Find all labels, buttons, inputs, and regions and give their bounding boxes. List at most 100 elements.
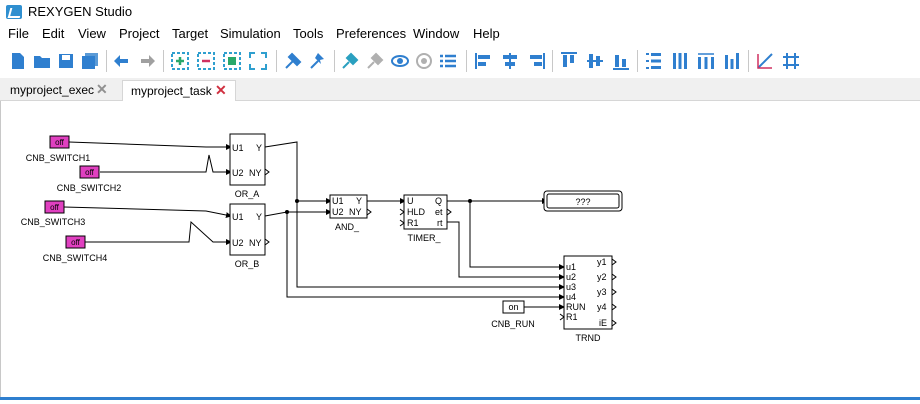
port-label: NY [249, 168, 262, 178]
port-label: R1 [566, 312, 578, 322]
block-name: TRND [576, 333, 601, 343]
port-label: RUN [566, 302, 586, 312]
port-label: u3 [566, 282, 576, 292]
menu-project[interactable]: Project [119, 26, 160, 41]
toolbar-separator [552, 50, 553, 72]
route-icon[interactable] [755, 51, 775, 71]
port-label: U1 [332, 196, 344, 206]
window-title: REXYGEN Studio [28, 4, 133, 19]
port-label: U2 [332, 207, 344, 217]
menu-target[interactable]: Target [172, 26, 209, 41]
block-trnd[interactable]: u1 u2 u3 u4 RUN R1 y1 y2 y3 y4 iE TRND [559, 255, 617, 343]
align-left-icon[interactable] [474, 51, 494, 71]
input-cnb-switch3[interactable]: off CNB_SWITCH3 [21, 200, 86, 227]
menu-view[interactable]: View [78, 26, 106, 41]
port-label: U1 [232, 143, 244, 153]
save-all-icon[interactable] [80, 51, 100, 71]
diagnostics-icon[interactable] [414, 51, 434, 71]
input-value: off [55, 138, 65, 147]
port-label: y2 [597, 272, 607, 282]
block-or-b[interactable]: U1 U2 Y NY OR_B [229, 203, 270, 269]
port-label: u2 [566, 272, 576, 282]
align-middle-icon[interactable] [585, 51, 605, 71]
status-strip [0, 397, 920, 400]
block-name: TIMER_ [407, 233, 441, 243]
block-timer[interactable]: U HLD R1 Q et rt TIMER_ [399, 194, 452, 243]
distribute-v-icon[interactable] [670, 51, 690, 71]
port-label: y4 [597, 302, 607, 312]
block-or-a[interactable]: U1 U2 Y NY OR_A [229, 133, 270, 199]
display-value: ??? [575, 197, 590, 207]
distribute-h-icon[interactable] [644, 51, 664, 71]
port-label: NY [249, 238, 262, 248]
port-label: y3 [597, 287, 607, 297]
tab-myproject-exec[interactable]: myproject_exec ✕ [2, 80, 114, 100]
grid-icon[interactable] [781, 51, 801, 71]
input-name: CNB_SWITCH2 [57, 183, 122, 193]
watch-icon[interactable] [390, 51, 410, 71]
menu-simulation[interactable]: Simulation [220, 26, 281, 41]
port-label: y1 [597, 257, 607, 267]
close-icon[interactable]: ✕ [96, 81, 108, 97]
align-bottom-icon[interactable] [611, 51, 631, 71]
port-label: NY [349, 207, 362, 217]
menu-file[interactable]: File [8, 26, 29, 41]
menu-edit[interactable]: Edit [42, 26, 65, 41]
close-icon[interactable]: ✕ [215, 82, 227, 98]
compile-icon[interactable] [283, 51, 303, 71]
tab-label: myproject_task [131, 84, 212, 98]
toolbar-separator [276, 50, 277, 72]
input-cnb-switch4[interactable]: off CNB_SWITCH4 [43, 235, 108, 263]
port-label: Y [356, 196, 362, 206]
toolbar-separator [466, 50, 467, 72]
disconnect-icon[interactable] [365, 51, 385, 71]
menu-window[interactable]: Window [413, 26, 460, 41]
input-value: off [71, 238, 81, 247]
port-label: et [435, 207, 443, 217]
block-name: OR_B [235, 259, 260, 269]
input-name: CNB_SWITCH4 [43, 253, 108, 263]
redo-icon[interactable] [137, 51, 157, 71]
port-label: u4 [566, 292, 576, 302]
wire-junctions [285, 199, 472, 214]
connect-icon[interactable] [340, 51, 360, 71]
space-h-icon[interactable] [696, 51, 716, 71]
space-v-icon[interactable] [722, 51, 742, 71]
menu-bar: File Edit View Project Target Simulation… [0, 24, 920, 44]
port-label: U [407, 196, 414, 206]
title-bar: REXYGEN Studio [0, 0, 920, 24]
new-icon[interactable] [8, 51, 28, 71]
display-block[interactable]: ??? [543, 190, 623, 212]
block-and[interactable]: U1 U2 Y NY AND_ [329, 194, 372, 232]
input-cnb-switch1[interactable]: off CNB_SWITCH1 [26, 135, 91, 163]
diagram-canvas[interactable]: off CNB_SWITCH1 off CNB_SWITCH2 off CNB_… [0, 101, 920, 399]
zoom-out-icon[interactable] [196, 51, 216, 71]
port-label: Q [435, 196, 442, 206]
zoom-fit-icon[interactable] [222, 51, 242, 71]
fullscreen-icon[interactable] [248, 51, 268, 71]
input-cnb-switch2[interactable]: off CNB_SWITCH2 [57, 165, 122, 193]
input-cnb-run[interactable]: on CNB_RUN [491, 300, 535, 329]
list-icon[interactable] [438, 51, 458, 71]
tab-myproject-task[interactable]: myproject_task ✕ [122, 80, 236, 101]
open-icon[interactable] [32, 51, 52, 71]
input-value: on [508, 302, 518, 312]
download-icon[interactable] [308, 51, 328, 71]
port-label: iE [599, 318, 607, 328]
zoom-in-icon[interactable] [170, 51, 190, 71]
port-label: Y [256, 212, 262, 222]
port-label: u1 [566, 262, 576, 272]
input-name: CNB_RUN [491, 319, 535, 329]
menu-preferences[interactable]: Preferences [336, 26, 407, 41]
undo-icon[interactable] [112, 51, 132, 71]
port-label: R1 [407, 218, 419, 228]
save-icon[interactable] [56, 51, 76, 71]
menu-tools[interactable]: Tools [293, 26, 324, 41]
app-logo-icon [6, 5, 22, 19]
align-top-icon[interactable] [559, 51, 579, 71]
function-block-diagram[interactable]: off CNB_SWITCH1 off CNB_SWITCH2 off CNB_… [1, 101, 920, 399]
tab-label: myproject_exec [10, 83, 95, 97]
menu-help[interactable]: Help [473, 26, 500, 41]
align-center-icon[interactable] [500, 51, 520, 71]
align-right-icon[interactable] [526, 51, 546, 71]
